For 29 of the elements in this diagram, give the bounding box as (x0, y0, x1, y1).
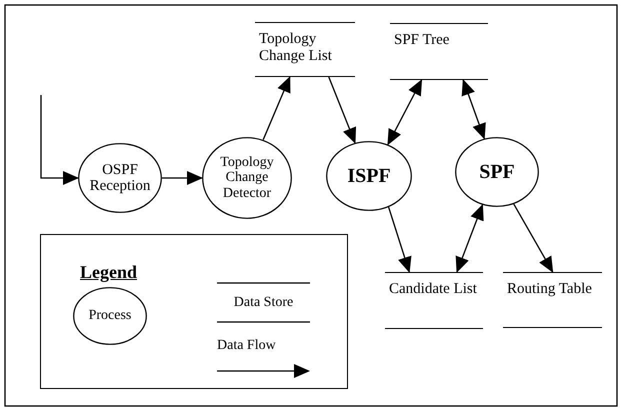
data-store (255, 22, 355, 77)
legend-label: Data Flow (217, 338, 276, 354)
data-flow-arrow (328, 76, 356, 144)
data-store (390, 23, 488, 80)
data-flow-arrow (456, 204, 484, 273)
data-flow-arrow (40, 95, 79, 185)
process-ellipse (455, 137, 539, 207)
data-flow-arrow (388, 206, 412, 273)
process-label: Topology Change Detector (219, 154, 275, 202)
data-flow-arrow (513, 204, 554, 273)
store-label: Routing Table (507, 281, 592, 298)
legend-label: Process (88, 308, 132, 324)
process-label: ISPF (347, 165, 391, 187)
store-label: Candidate List (389, 281, 477, 298)
process-ellipse (326, 141, 412, 211)
data-store (503, 272, 602, 328)
store-label: Topology Change List (259, 31, 333, 64)
data-flow-arrow (387, 79, 422, 146)
legend-title: Legend (80, 263, 138, 283)
process-ellipse (78, 143, 162, 213)
process-ellipse (202, 137, 292, 219)
process-label: OSPF Reception (88, 162, 152, 194)
store-label: SPF Tree (394, 32, 450, 48)
process-label: SPF (479, 161, 515, 183)
data-flow-arrow (162, 171, 203, 185)
data-store (385, 272, 483, 329)
data-flow-arrow (462, 79, 486, 140)
legend-label: Data Store (234, 294, 294, 310)
data-flow-arrow (262, 76, 290, 140)
